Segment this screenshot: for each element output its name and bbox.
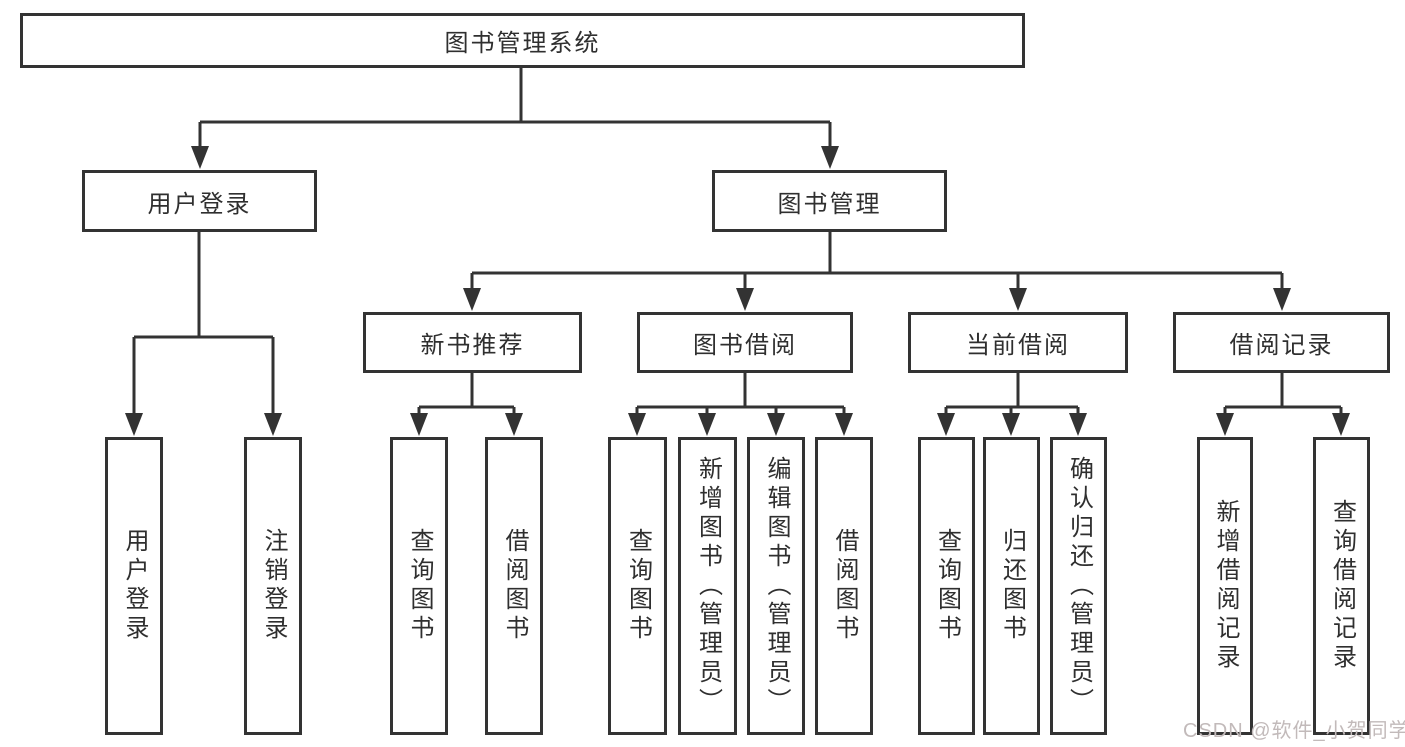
leaf-label: 确认归还（管理员） xyxy=(1065,455,1093,717)
leaf-label: 新增借阅记录 xyxy=(1212,499,1239,673)
leaf-label: 查询图书 xyxy=(406,528,433,644)
leaf-query-books-current: 查询图书 xyxy=(918,437,975,735)
leaf-logout: 注销登录 xyxy=(244,437,302,735)
leaf-label: 用户登录 xyxy=(121,528,148,644)
leaf-add-books-admin: 新增图书（管理员） xyxy=(678,437,737,735)
leaf-label: 查询借阅记录 xyxy=(1328,499,1356,673)
leaf-query-books-newrec: 查询图书 xyxy=(390,437,448,735)
leaf-label: 新增图书（管理员） xyxy=(694,455,722,717)
leaf-label: 查询图书 xyxy=(624,528,652,644)
node-user-login: 用户登录 xyxy=(82,170,317,232)
node-book-borrowing: 图书借阅 xyxy=(637,312,853,373)
node-book-management: 图书管理 xyxy=(712,170,947,232)
node-borrowing-records: 借阅记录 xyxy=(1173,312,1390,373)
node-book-management-system: 图书管理系统 xyxy=(20,13,1025,68)
leaf-return-books: 归还图书 xyxy=(983,437,1040,735)
leaf-query-borrow-record: 查询借阅记录 xyxy=(1313,437,1370,735)
leaf-label: 借阅图书 xyxy=(831,528,858,644)
leaf-label: 注销登录 xyxy=(260,528,287,644)
node-current-borrowing: 当前借阅 xyxy=(908,312,1128,373)
leaf-borrow-books-newrec: 借阅图书 xyxy=(485,437,543,735)
leaf-user-login: 用户登录 xyxy=(105,437,163,735)
leaf-confirm-return-admin: 确认归还（管理员） xyxy=(1050,437,1107,735)
leaf-add-borrow-record: 新增借阅记录 xyxy=(1197,437,1253,735)
leaf-label: 编辑图书（管理员） xyxy=(763,455,790,717)
leaf-label: 归还图书 xyxy=(998,528,1026,644)
leaf-query-books-borrow: 查询图书 xyxy=(608,437,667,735)
leaf-label: 查询图书 xyxy=(933,528,961,644)
node-new-book-recommendation: 新书推荐 xyxy=(363,312,582,373)
leaf-edit-books-admin: 编辑图书（管理员） xyxy=(747,437,805,735)
leaf-borrow-books-borrow: 借阅图书 xyxy=(815,437,873,735)
arrowheads xyxy=(125,146,1350,436)
leaf-label: 借阅图书 xyxy=(501,528,528,644)
csdn-watermark: CSDN @软件_小贺同学 xyxy=(1183,720,1405,742)
